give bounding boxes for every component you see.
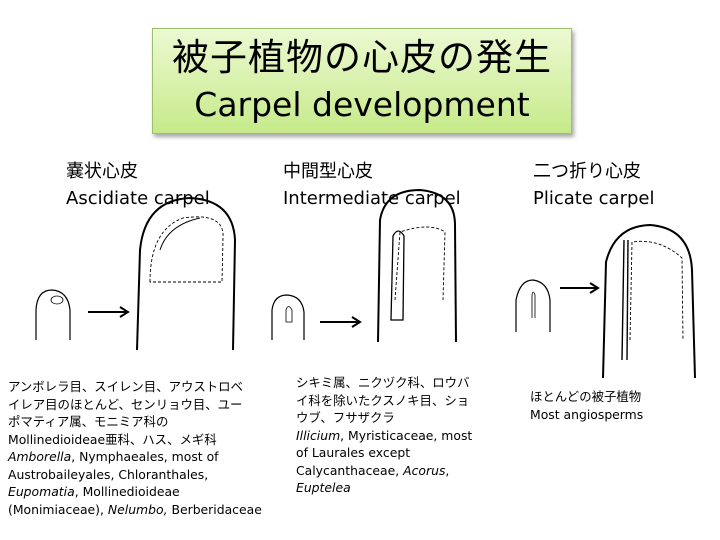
desc-line: Mollinedioideae亜科、ハス、メギ科 [8,431,217,447]
text: (Monimiaceae), [8,501,108,517]
heading-jp: 嚢状心皮 [66,161,138,182]
taxon: Eupomatia [8,484,75,499]
text: Most angiosperms [530,406,644,422]
desc-line: of Laurales except [296,444,472,462]
desc-line: Amborella, Nymphaeales, most of [8,448,262,466]
title-box: 被子植物の心皮の発生 Carpel development [152,28,572,134]
text: , [445,462,450,478]
desc-line: ポマティア属、モニミア科の [8,414,169,429]
heading-en: Plicate carpel [533,188,655,209]
text: Berberidaceae [167,501,262,517]
taxon: Euptelea [296,480,351,495]
heading-en: Ascidiate carpel [66,188,210,209]
desc-line: (Monimiaceae), Nelumbo, Berberidaceae [8,501,262,519]
taxon: Amborella [8,449,72,464]
text: , Mollinedioideae [74,484,180,499]
ascidiate-drawing [35,196,237,351]
heading-jp: 中間型心皮 [283,161,373,182]
desc-line: Illicium, Myristicaceae, most [296,427,472,445]
taxon: Illicium [296,427,341,443]
intermediate-drawing [271,188,457,343]
desc-line: イ科を除いたクスノキ目、ショ [296,392,470,408]
desc-line: Calycanthaceae, Acorus, [296,462,472,480]
text: , Nymphaeales, most of [71,449,219,464]
taxon: Nelumbo, [107,501,168,517]
desc-line: イレア目のほとんど、センリョウ目、ユー [8,396,243,412]
intermediate-heading: 中間型心皮 Intermediate carpel [283,158,461,212]
taxon: Acorus [403,462,446,478]
desc-line: アンボレラ目、スイレン目、アウストロベ [8,379,243,394]
text: Austrobaileyales, Chloranthales, [8,466,209,482]
desc-line: Euptelea [296,479,472,497]
desc-line: ほとんどの被子植物 [530,389,642,404]
plicate-drawing [515,223,696,379]
desc-line: ウブ、フサザクラ [296,410,395,425]
ascidiate-description: アンボレラ目、スイレン目、アウストロベ イレア目のほとんど、センリョウ目、ユー … [8,378,262,518]
plicate-description: ほとんどの被子植物 Most angiosperms [530,388,643,423]
text: , Myristicaceae, most [340,427,473,443]
desc-line: Austrobaileyales, Chloranthales, [8,466,262,484]
desc-line: シキミ属、ニクヅク科、ロウバ [296,375,470,390]
heading-jp: 二つ折り心皮 [533,161,641,182]
heading-en: Intermediate carpel [283,188,461,209]
desc-line: Eupomatia, Mollinedioideae [8,483,262,501]
text: Calycanthaceae, [296,462,404,478]
title-japanese: 被子植物の心皮の発生 [172,36,552,79]
ascidiate-heading: 嚢状心皮 Ascidiate carpel [66,158,210,212]
desc-line: Most angiosperms [530,406,643,424]
title-english: Carpel development [194,85,530,124]
intermediate-description: シキミ属、ニクヅク科、ロウバ イ科を除いたクスノキ目、ショ ウブ、フサザクラ I… [296,374,472,497]
plicate-heading: 二つ折り心皮 Plicate carpel [533,158,654,212]
text: of Laurales except [296,445,411,460]
